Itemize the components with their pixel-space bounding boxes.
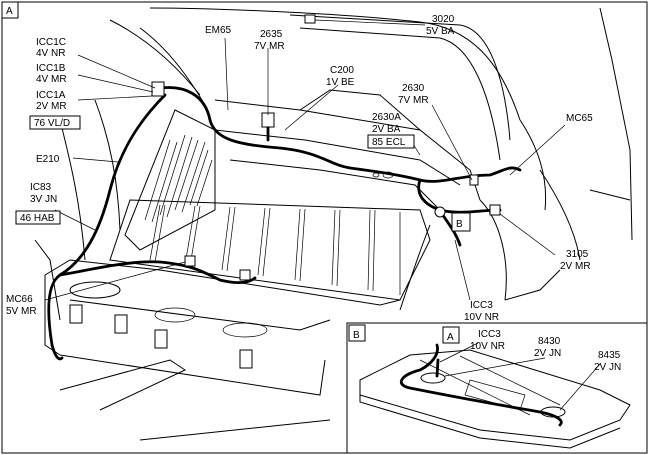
svg-text:8435: 8435 [598,350,621,361]
svg-text:2V JN: 2V JN [534,348,561,359]
svg-text:4V NR: 4V NR [36,48,65,59]
svg-text:76 VL/D: 76 VL/D [34,118,70,129]
svg-text:IC83: IC83 [30,182,52,193]
label-2630a: 2630A 2V BA [372,112,401,135]
callout-b: B [451,212,471,232]
svg-text:ICC1A: ICC1A [36,90,66,101]
label-em65: EM65 [205,25,232,36]
svg-text:2630: 2630 [402,83,425,94]
svg-text:8430: 8430 [538,336,561,347]
svg-text:3V JN: 3V JN [30,194,57,205]
svg-text:ICC3: ICC3 [478,329,501,340]
svg-text:E210: E210 [36,154,60,165]
boxed-label-85: 85 ECL [367,134,415,149]
svg-text:7V MR: 7V MR [254,41,285,52]
svg-text:2V JN: 2V JN [594,362,621,373]
boxed-label-76: 76 VL/D [29,115,81,130]
leader-lines-view-a [44,19,566,301]
label-2635: 2635 7V MR [254,29,285,52]
svg-text:MC65: MC65 [566,113,593,124]
svg-text:B: B [456,219,463,230]
label-mc65: MC65 [566,113,593,124]
svg-text:10V NR: 10V NR [470,341,505,352]
svg-text:2630A: 2630A [372,112,401,123]
label-2630: 2630 7V MR [398,83,429,106]
view-b-inset: B A [346,322,648,454]
svg-text:5V MR: 5V MR [6,306,37,317]
svg-text:C200: C200 [330,65,354,76]
svg-text:5V BA: 5V BA [426,26,455,37]
svg-text:46 HAB: 46 HAB [20,213,55,224]
svg-text:ICC3: ICC3 [470,300,493,311]
label-c200: C200 1V BE [326,65,355,88]
label-ic83: IC83 3V JN [30,182,57,205]
label-icc3: ICC3 10V NR [464,300,499,323]
svg-text:85 ECL: 85 ECL [372,137,406,148]
view-a-marker: A [1,1,19,19]
svg-text:3020: 3020 [432,14,455,25]
label-b-icc3: ICC3 10V NR [470,329,505,352]
label-icc1b: ICC1B 4V MR [36,63,67,85]
svg-text:EM65: EM65 [205,25,232,36]
svg-text:MC66: MC66 [6,294,33,305]
svg-text:3105: 3105 [566,249,589,260]
svg-text:4V MR: 4V MR [36,74,67,85]
svg-text:2V BA: 2V BA [372,124,401,135]
label-3020: 3020 5V BA [426,14,455,37]
svg-text:ICC1B: ICC1B [36,63,66,74]
boxed-label-46: 46 HAB [15,210,61,225]
label-b-8435: 8435 2V JN [594,350,621,373]
svg-text:B: B [353,330,360,341]
svg-text:A: A [6,6,13,17]
connectors-view-a [151,14,501,281]
label-b-8430: 8430 2V JN [534,336,561,359]
svg-text:2V MR: 2V MR [560,261,591,272]
label-icc1c: ICC1C 4V NR [36,37,66,59]
svg-text:A: A [447,332,454,343]
label-icc1a: ICC1A 2V MR [36,90,67,112]
label-3105: 3105 2V MR [560,249,591,272]
svg-text:10V NR: 10V NR [464,312,499,323]
svg-text:2V MR: 2V MR [36,101,67,112]
svg-text:7V MR: 7V MR [398,95,429,106]
svg-text:2635: 2635 [260,29,283,40]
label-mc66: MC66 5V MR [6,294,37,317]
svg-text:ICC1C: ICC1C [36,37,66,48]
svg-text:1V BE: 1V BE [326,77,355,88]
label-e210: E210 [36,154,60,165]
harness-view-a [47,86,522,361]
